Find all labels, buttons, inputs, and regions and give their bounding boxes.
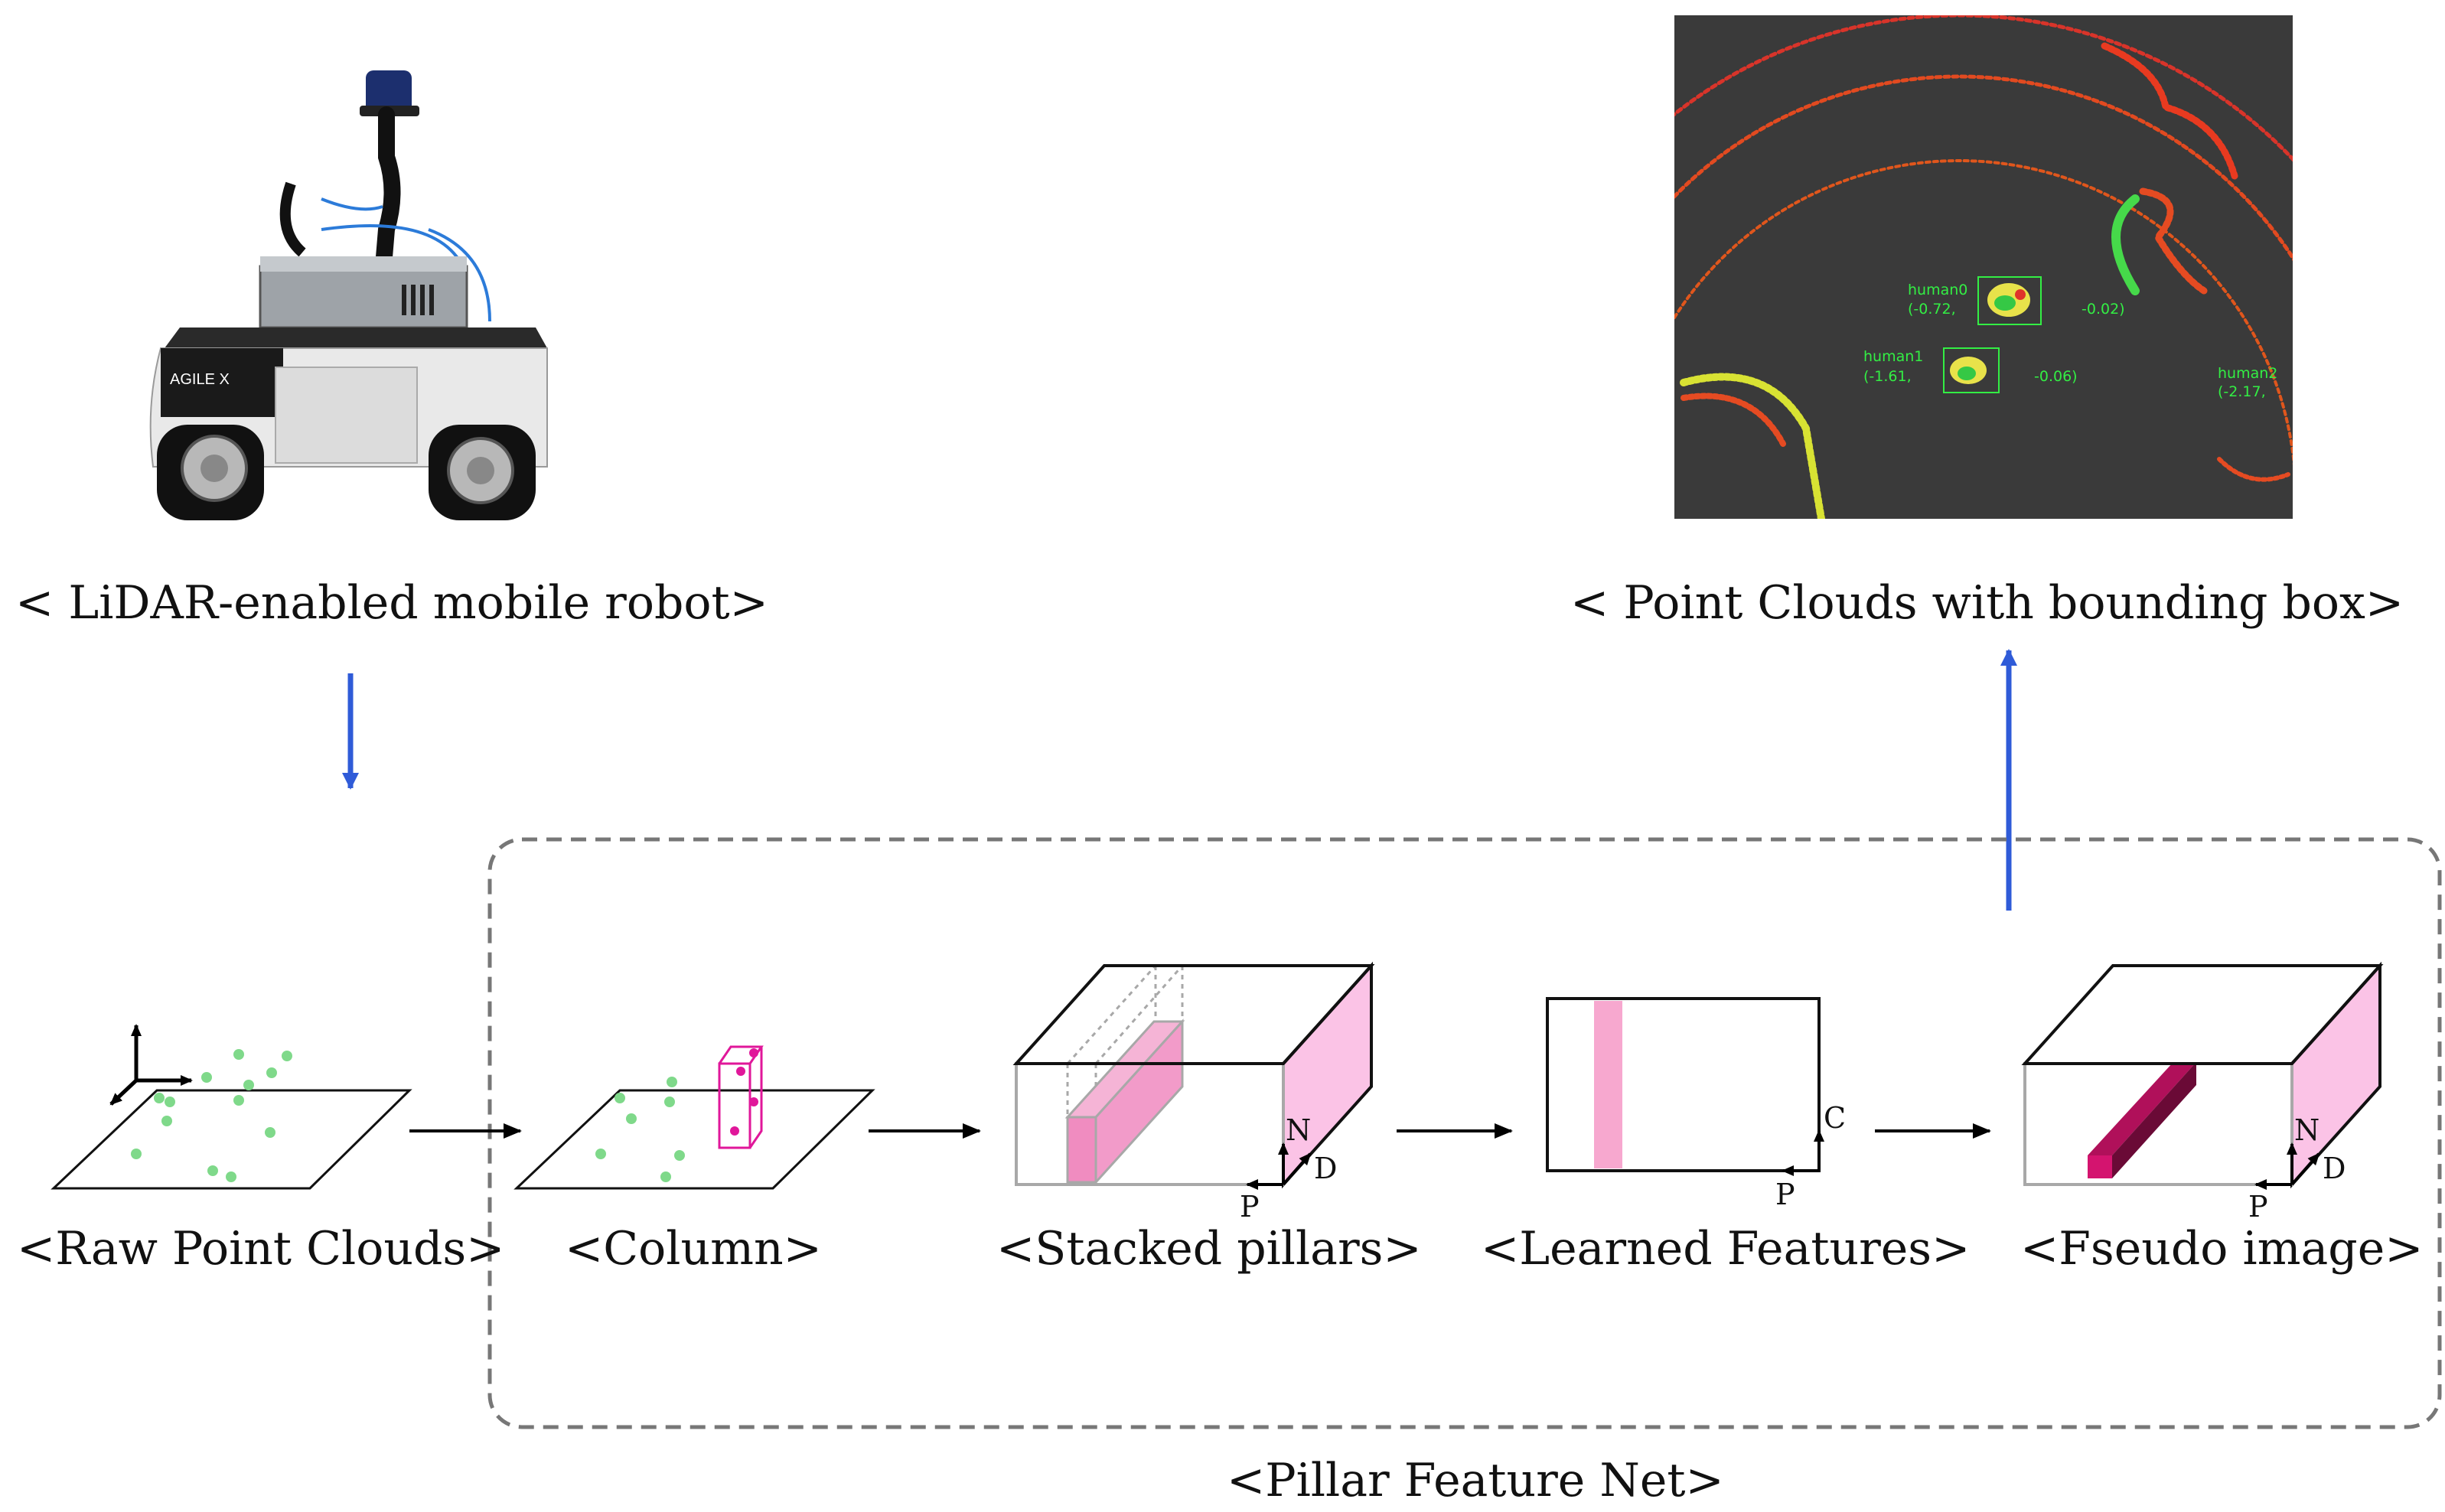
raw-points xyxy=(131,1049,292,1182)
column-box xyxy=(718,1045,764,1149)
svg-text:C: C xyxy=(1824,1101,1846,1135)
pseudo-image: N D P xyxy=(2021,961,2384,1224)
compute-box xyxy=(259,265,468,329)
pillar-feature-net-container xyxy=(487,837,2442,1429)
column-diagram xyxy=(513,1045,875,1190)
svg-text:human2: human2 xyxy=(2218,365,2277,382)
learned-feature-band xyxy=(1594,1001,1622,1168)
svg-text:(-1.61,: (-1.61, xyxy=(1863,368,1912,385)
lidar-sensor xyxy=(366,70,412,115)
stacked-caption: <Stacked pillars> xyxy=(996,1222,1422,1276)
svg-text:-0.02): -0.02) xyxy=(2082,301,2125,318)
learned-caption: <Learned Features> xyxy=(1481,1222,1970,1276)
svg-text:human1: human1 xyxy=(1863,348,1923,365)
stacked-pillar xyxy=(1064,1018,1185,1185)
robot-wheel-right xyxy=(429,425,536,520)
raw-point-clouds xyxy=(51,1024,412,1190)
human-cluster-0 xyxy=(1977,276,2042,325)
human-cluster-1 xyxy=(1943,347,2000,393)
svg-text:D: D xyxy=(2323,1152,2346,1185)
pointcloud-panel: human0 (-0.72, -0.02) human1 (-1.61, -0.… xyxy=(1674,15,2293,519)
column-caption: <Column> xyxy=(565,1222,822,1276)
svg-text:P: P xyxy=(2248,1190,2268,1224)
pseudo-caption: <Fseudo image> xyxy=(2020,1222,2424,1276)
pseudo-bar xyxy=(2088,1062,2196,1178)
svg-text:(-0.72,: (-0.72, xyxy=(1908,301,1956,318)
robot-brand-text: AGILE X xyxy=(170,371,230,388)
robot-photo: AGILE X xyxy=(149,70,548,520)
svg-text:N: N xyxy=(2294,1113,2319,1147)
learned-features: C P xyxy=(1546,997,1846,1211)
pfn-caption: <Pillar Feature Net> xyxy=(1227,1454,1724,1507)
svg-text:N: N xyxy=(1286,1113,1311,1147)
svg-text:(-2.17,: (-2.17, xyxy=(2218,383,2266,400)
raw-caption: <Raw Point Clouds> xyxy=(17,1222,504,1276)
svg-text:D: D xyxy=(1314,1152,1337,1185)
stacked-pillars: N D P xyxy=(1012,961,1375,1224)
robot-wheel-left xyxy=(157,425,264,520)
svg-text:human0: human0 xyxy=(1908,282,1967,298)
svg-text:P: P xyxy=(1240,1190,1260,1224)
svg-text:P: P xyxy=(1775,1178,1795,1211)
svg-text:-0.06): -0.06) xyxy=(2034,368,2078,385)
robot-caption: < LiDAR-enabled mobile robot> xyxy=(15,576,768,630)
pointcloud-caption: < Point Clouds with bounding box> xyxy=(1570,576,2404,630)
